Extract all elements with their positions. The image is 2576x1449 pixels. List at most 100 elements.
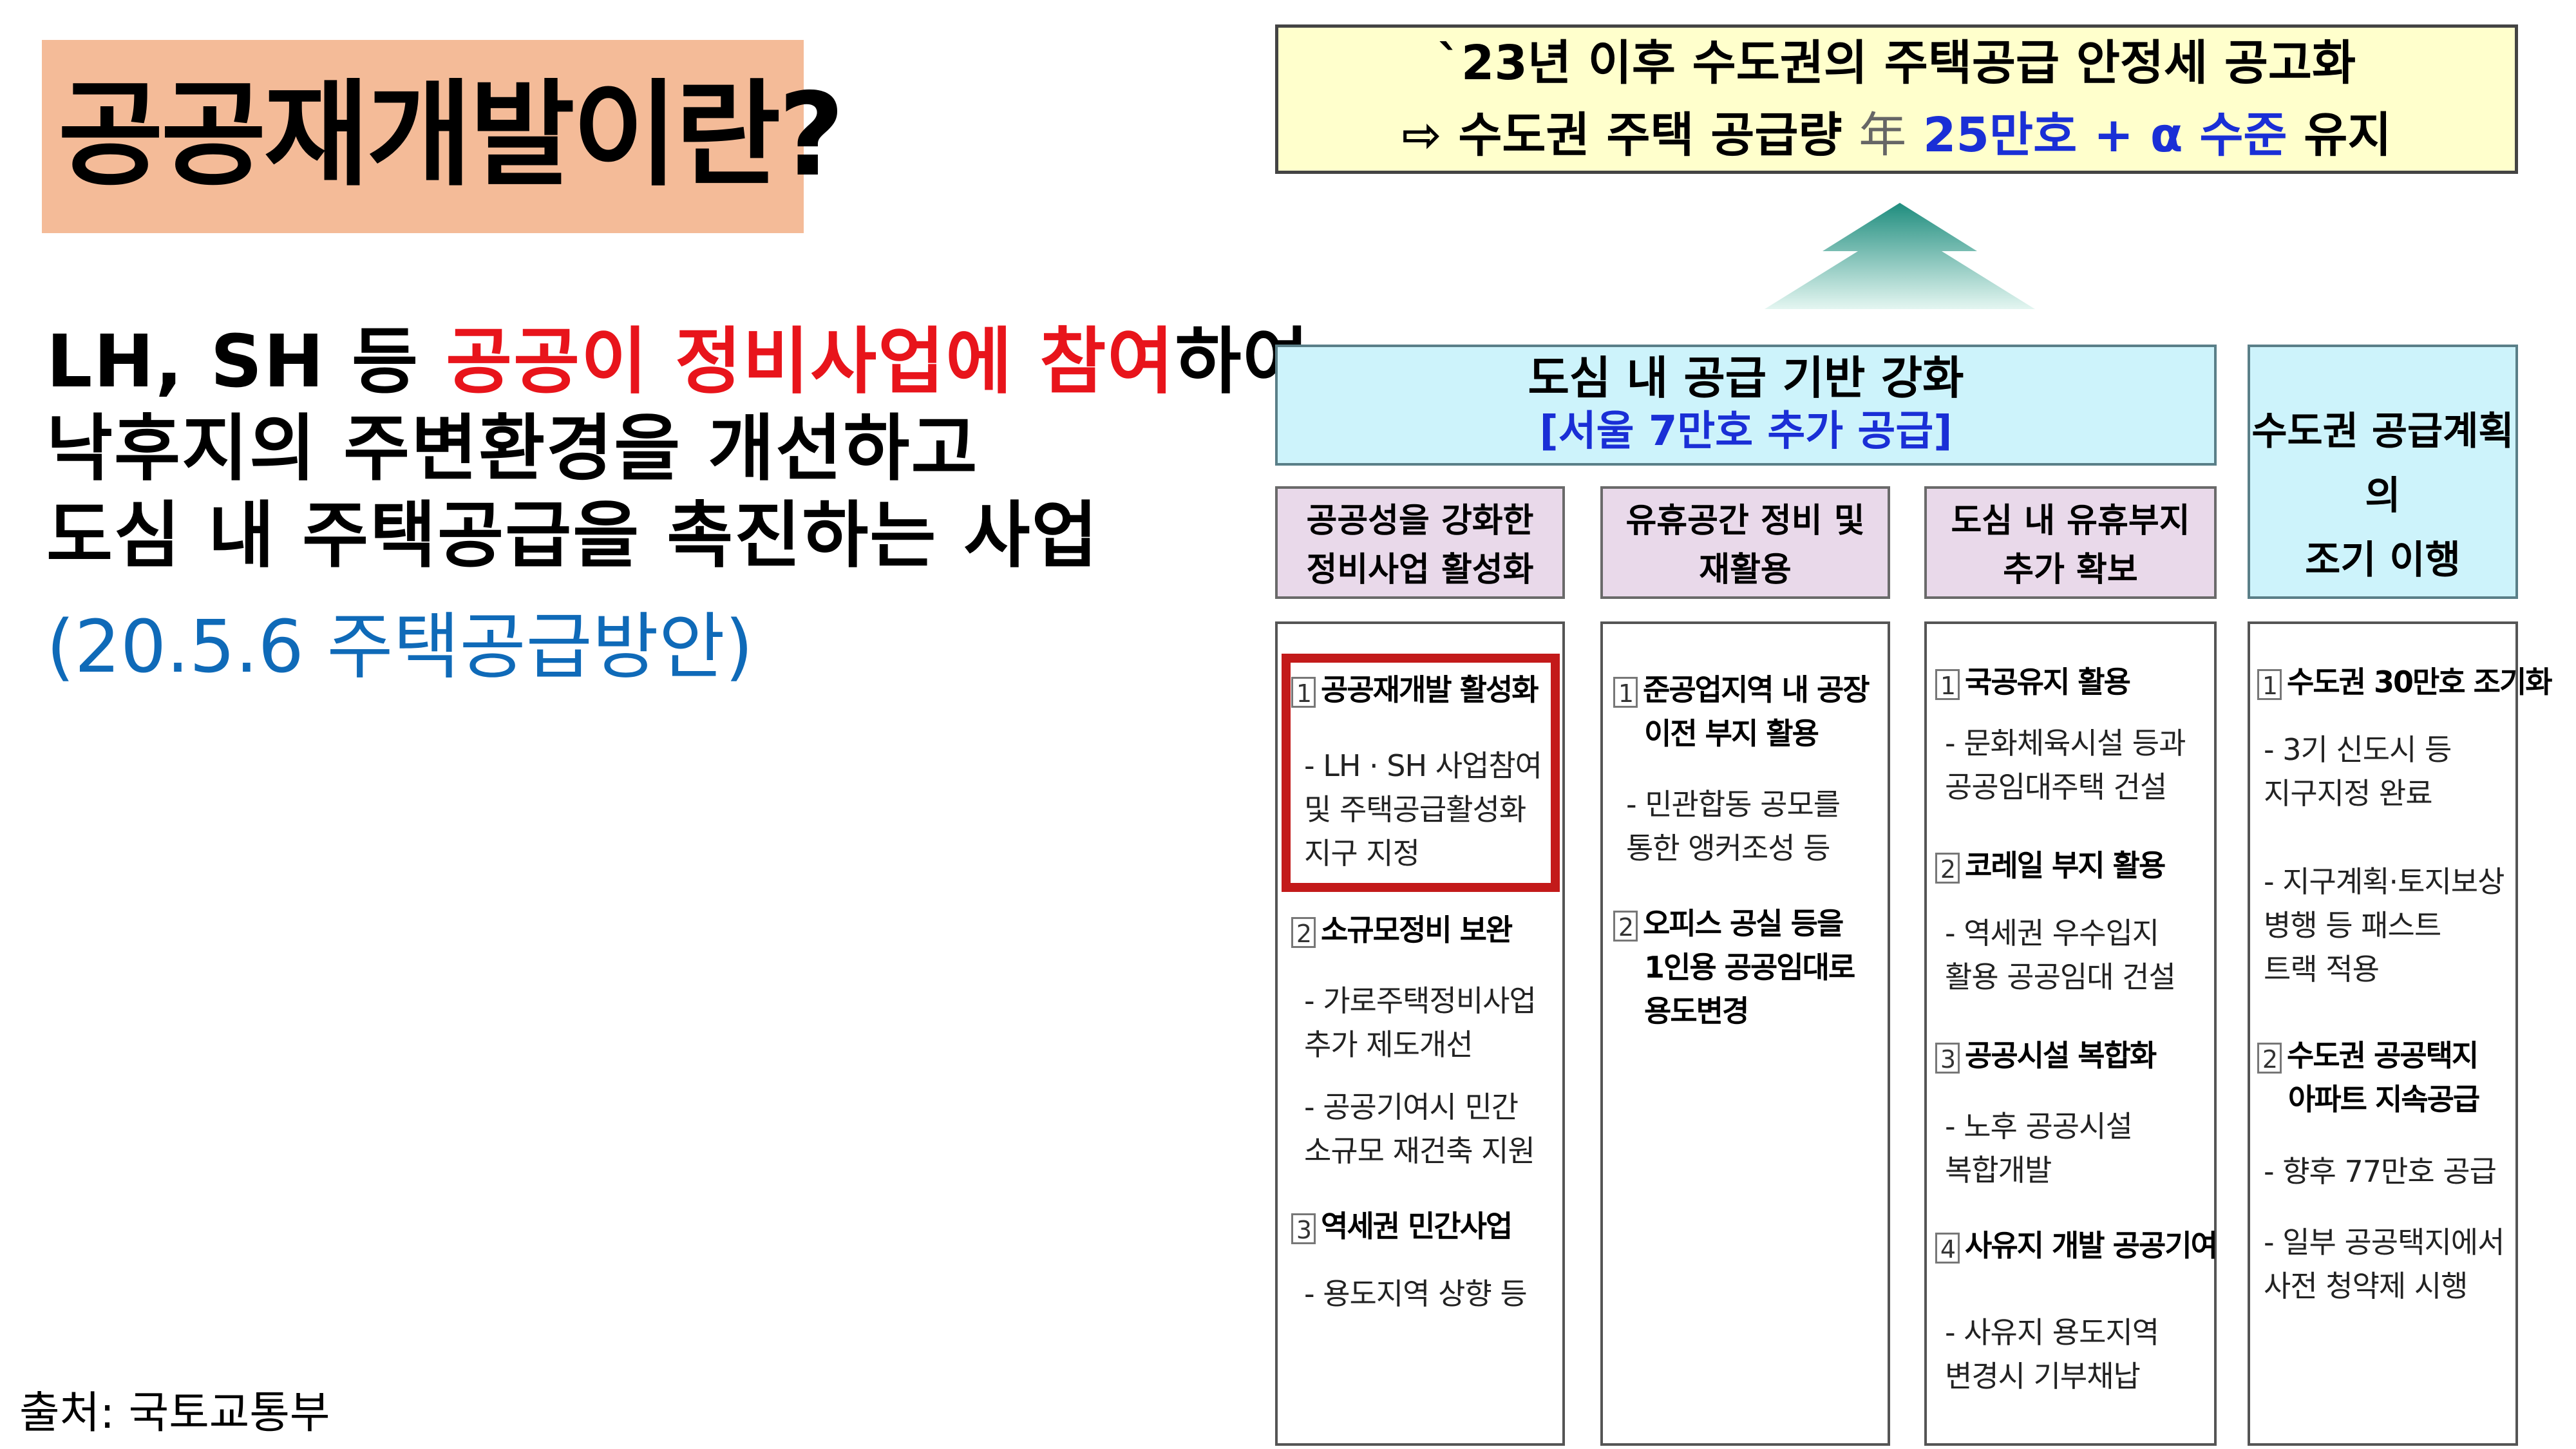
main-strategy-title: 도심 내 공급 기반 강화 <box>1528 352 1964 404</box>
item-detail: 공공임대주택 건설 <box>1945 770 2167 804</box>
item-title-text: 준공업지역 내 공장 <box>1643 672 1870 707</box>
goal-line-2: ⇨ 수도권 주택 공급량 年 25만호 + α 수준 유지 <box>1275 103 2518 167</box>
title-background <box>42 40 804 233</box>
column-box-4 <box>2248 621 2518 1446</box>
item-title-text: 수도권 30만호 조기화 <box>2287 665 2553 699</box>
item-title-text: 용도변경 <box>1644 994 1749 1028</box>
item-detail: - 사유지 용도지역 <box>1945 1315 2159 1350</box>
subheader-public-redevelopment: 공공성을 강화한 정비사업 활성화 <box>1275 486 1565 599</box>
item-detail: 복합개발 <box>1945 1153 2052 1188</box>
item-title-text: 국공유지 활용 <box>1965 665 2131 699</box>
item-detail: - 문화체육시설 등과 <box>1945 726 2186 761</box>
item-detail: - 역세권 우수입지 <box>1945 916 2159 951</box>
source-credit: 출처: 국토교통부 <box>19 1388 330 1439</box>
item-detail: - 용도지역 상향 등 <box>1304 1276 1528 1311</box>
item-number: 2 <box>2257 1042 2282 1074</box>
goal-arrow-icon: ⇨ <box>1401 108 1442 163</box>
goal-amount: 25만호 + α <box>1923 108 2183 163</box>
goal-supply-label: 수도권 주택 공급량 <box>1458 108 1842 163</box>
item-title-text: 사유지 개발 공공기여 <box>1965 1228 2218 1263</box>
subheader-idle-land: 도심 내 유휴부지 추가 확보 <box>1924 486 2217 599</box>
item-detail: 지구지정 완료 <box>2264 776 2433 811</box>
item-number: 2 <box>1613 910 1638 942</box>
subheader-idle-space: 유휴공간 정비 및 재활용 <box>1600 486 1890 599</box>
goal-box <box>1275 24 2518 174</box>
item-title-text: 아파트 지속공급 <box>2288 1082 2480 1117</box>
item-detail: 및 주택공급활성화 <box>1304 792 1526 827</box>
page-title: 공공재개발이란? <box>58 68 845 202</box>
item-detail: 지구 지정 <box>1304 836 1420 871</box>
item-detail: - 일부 공공택지에서 <box>2264 1225 2505 1260</box>
description-highlight: 공공이 정비사업에 참여 <box>446 320 1175 404</box>
item-number: 3 <box>1291 1213 1316 1244</box>
subheader-line: 정비사업 활성화 <box>1306 551 1534 589</box>
item-title-text: 역세권 민간사업 <box>1321 1209 1513 1244</box>
item-detail: 활용 공공임대 건설 <box>1945 960 2176 994</box>
item-detail: - 공공기여시 민간 <box>1304 1090 1519 1124</box>
highlight-box <box>1282 654 1560 892</box>
description-line-1-pre: LH, SH 등 <box>46 320 446 404</box>
column-box-2 <box>1600 621 1890 1446</box>
item-detail: - 3기 신도시 등 <box>2264 732 2452 767</box>
subheader-line: 유휴공간 정비 및 <box>1625 502 1865 540</box>
side-strategy-header <box>2248 345 2518 599</box>
item-detail: - 노후 공공시설 <box>1945 1109 2133 1144</box>
item-title-text: 소규모정비 보완 <box>1321 913 1513 947</box>
description-line-3: 도심 내 주택공급을 촉진하는 사업 <box>46 494 1099 578</box>
item-detail: 추가 제도개선 <box>1304 1027 1473 1062</box>
subheader-line: 재활용 <box>1699 551 1792 589</box>
main-strategy-header <box>1275 345 2217 466</box>
item-title-text: 오피스 공실 등을 <box>1643 906 1844 941</box>
description-line-1: LH, SH 등 공공이 정비사업에 참여하여 <box>46 319 1311 406</box>
goal-line-1: `23년 이후 수도권의 주택공급 안정세 공고화 <box>1437 35 2356 91</box>
item-detail: 트랙 적용 <box>2264 952 2380 987</box>
side-strategy-line: 조기 이행 <box>2305 538 2461 583</box>
item-number: 1 <box>1291 676 1316 708</box>
item-title-text: 공공재개발 활성화 <box>1321 672 1539 707</box>
item-title-text: 공공시설 복합화 <box>1965 1038 2157 1073</box>
item-detail: - LH · SH 사업참여 <box>1304 748 1542 783</box>
subheader-line: 추가 확보 <box>2003 551 2138 589</box>
item-detail: - 향후 77만호 공급 <box>2264 1154 2497 1189</box>
item-detail: - 가로주택정비사업 <box>1304 983 1537 1018</box>
item-title-text: 이전 부지 활용 <box>1644 716 1819 751</box>
side-strategy-title: 수도권 공급계획의 조기 이행 <box>2248 399 2518 592</box>
item-number: 2 <box>1935 852 1960 884</box>
item-title-text: 코레일 부지 활용 <box>1965 848 2166 883</box>
subheader-line: 도심 내 유휴부지 <box>1951 502 2190 540</box>
column-box-3 <box>1924 621 2217 1446</box>
item-title-text: 수도권 공공택지 <box>2287 1038 2479 1073</box>
column-box-1 <box>1275 621 1565 1446</box>
main-strategy-subtitle: [서울 7만호 추가 공급] <box>1539 408 1953 455</box>
plan-reference: (20.5.6 주택공급방안) <box>46 605 753 689</box>
up-arrow-icon <box>1765 203 2035 309</box>
item-detail: 사전 청약제 시행 <box>2264 1269 2468 1303</box>
item-detail: 통한 앵커조성 등 <box>1626 831 1830 866</box>
description-line-2: 낙후지의 주변환경을 개선하고 <box>46 407 979 491</box>
item-number: 1 <box>1613 676 1638 708</box>
subheader-line: 공공성을 강화한 <box>1306 502 1534 540</box>
item-number: 4 <box>1935 1232 1960 1264</box>
item-number: 2 <box>1291 916 1316 948</box>
goal-level: 수준 <box>2199 108 2287 163</box>
item-detail: - 지구계획·토지보상 <box>2264 864 2505 899</box>
item-number: 3 <box>1935 1042 1960 1074</box>
goal-year-char: 年 <box>1859 108 1907 163</box>
item-number: 1 <box>1935 668 1960 700</box>
item-title-text: 1인용 공공임대로 <box>1644 950 1855 985</box>
item-detail: 소규모 재건축 지원 <box>1304 1133 1535 1168</box>
item-detail: - 민관합동 공모를 <box>1626 787 1841 822</box>
goal-keep: 유지 <box>2304 108 2392 163</box>
item-detail: 병행 등 패스트 <box>2264 908 2441 943</box>
